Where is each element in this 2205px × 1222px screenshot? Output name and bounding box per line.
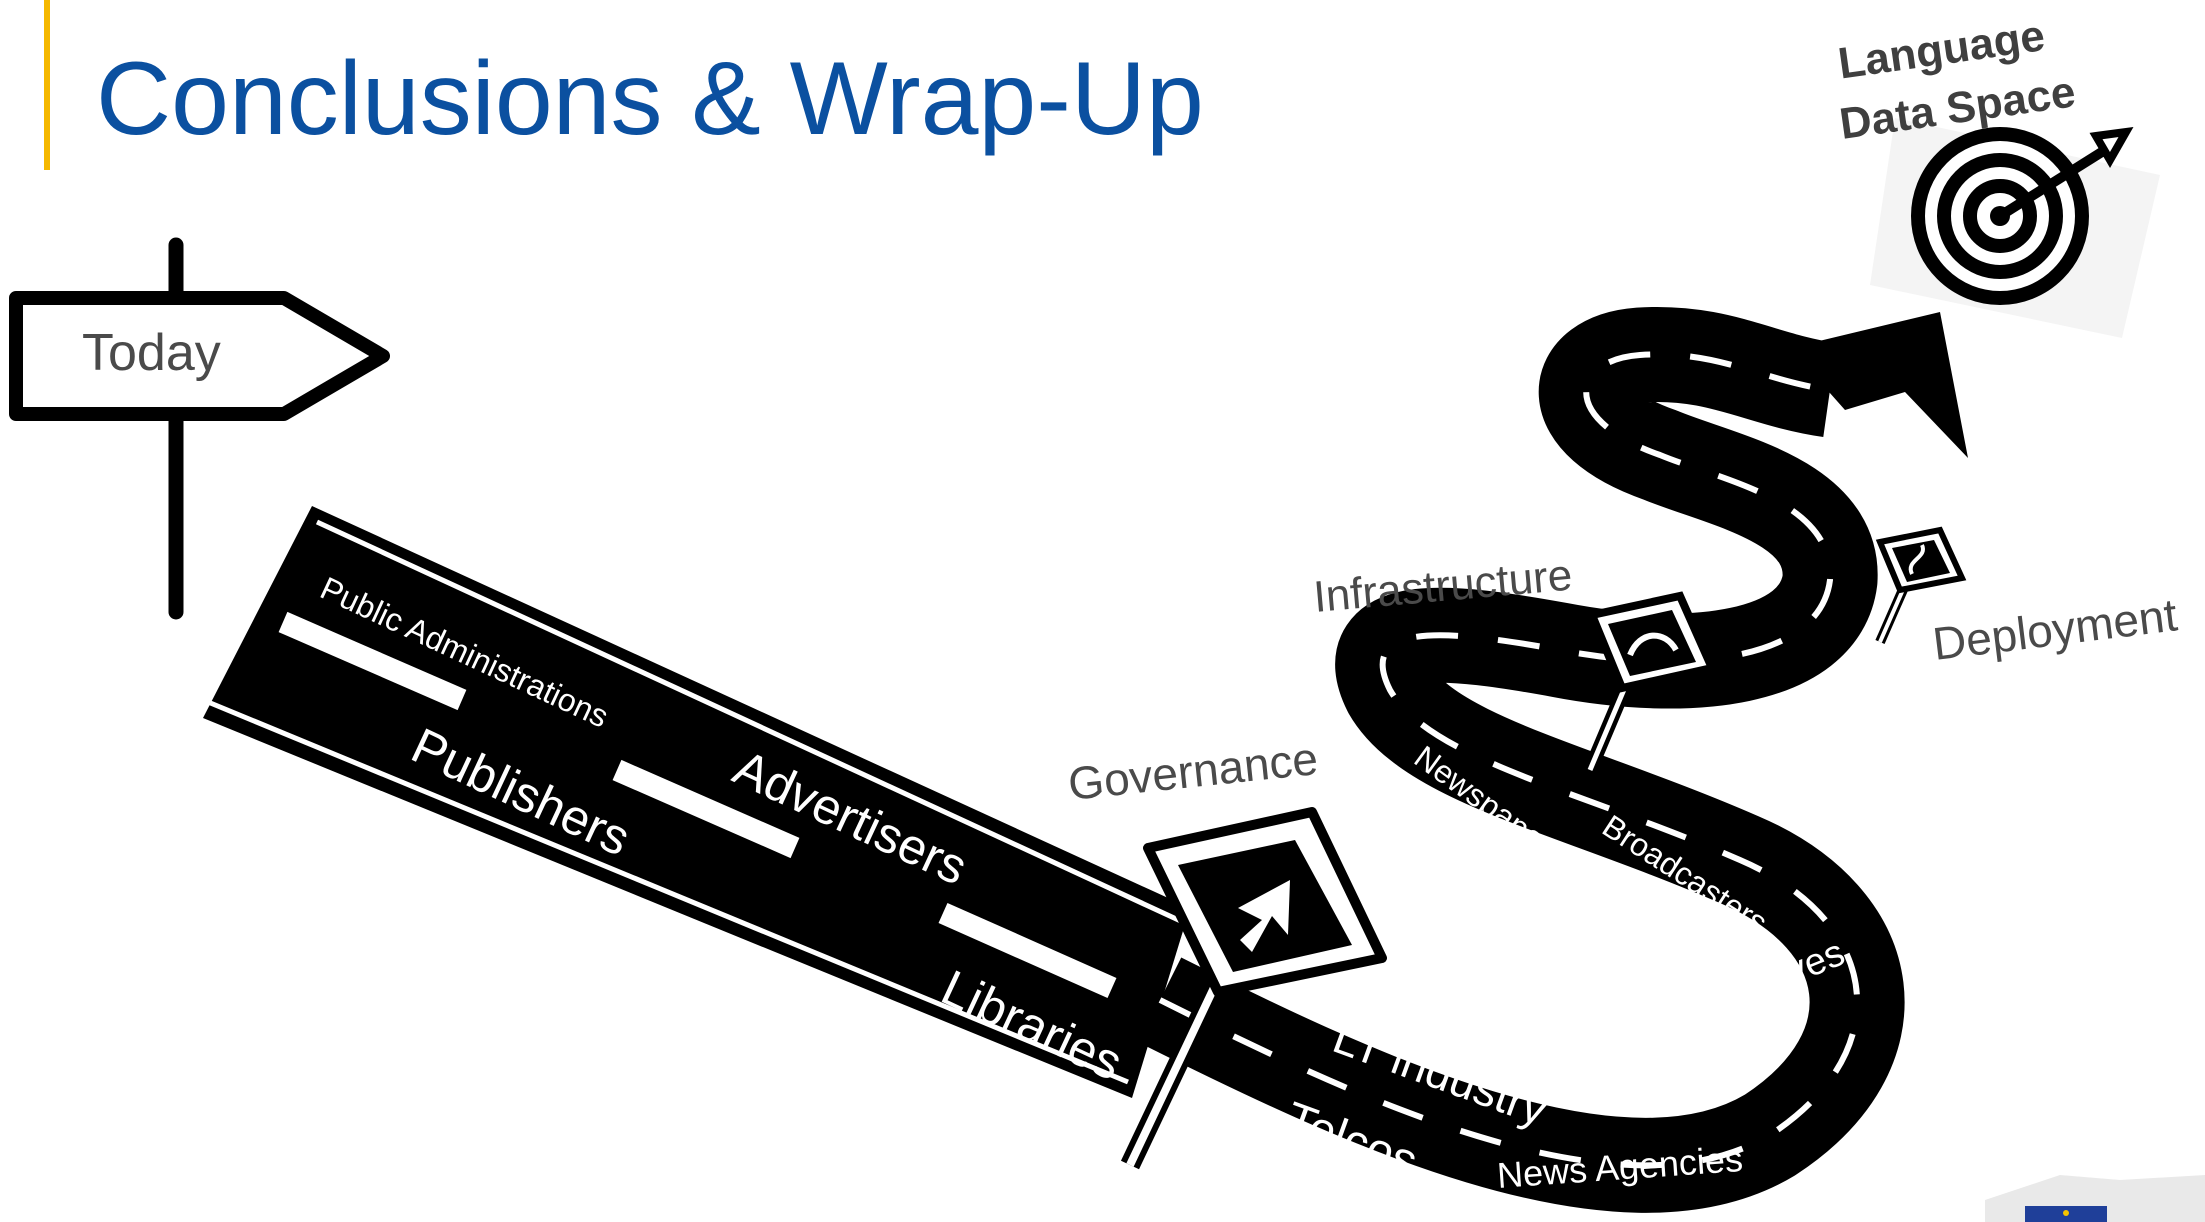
governance-sign [1120,807,1387,1170]
slide-title: Conclusions & Wrap-Up [96,41,1204,157]
signpost-icon [9,237,390,620]
curve-arrow-icon [1627,632,1679,657]
eu-logo-icon [1985,1175,2205,1222]
deployment-sign [1875,526,1967,645]
target-icon [1870,118,2160,338]
infrastructure-sign [1583,591,1718,773]
governance-label: Governance [1066,732,1321,810]
today-label: Today [82,324,221,382]
road-winding [1138,306,1968,1213]
arrow-up-right-icon [1238,880,1290,952]
deployment-label: Deployment [1930,588,2180,670]
title-accent-bar [44,0,50,170]
road-straight [203,506,1190,1098]
winding-road-icon [1908,544,1925,575]
